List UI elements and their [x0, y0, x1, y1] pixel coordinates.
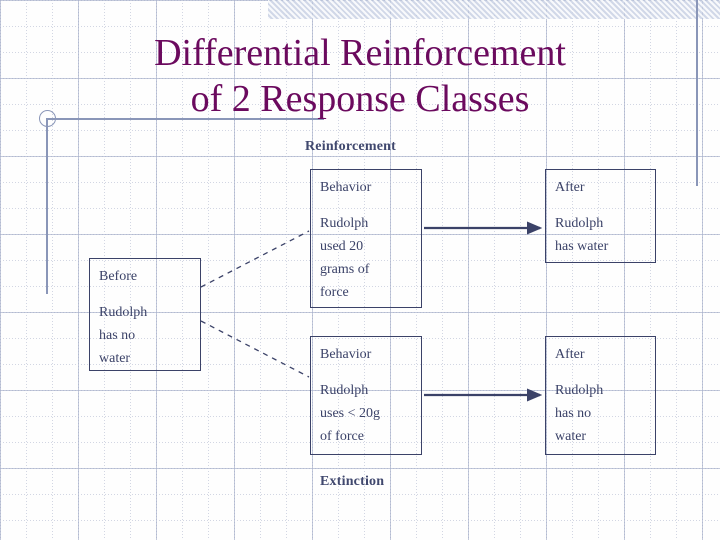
decorative-vertical-rule [46, 119, 48, 294]
box-behavior-1-header: Behavior [320, 180, 372, 195]
box-behavior-reinforcement: Behavior Rudolph used 20 grams of force [310, 169, 422, 308]
box-after-reinforcement: After Rudolph has water [545, 169, 656, 263]
top-hatched-band [268, 0, 720, 19]
box-behavior-extinction: Behavior Rudolph uses < 20g of force [310, 336, 422, 455]
box-after-extinction: After Rudolph has no water [545, 336, 656, 455]
box-before: Before Rudolph has no water [89, 258, 201, 371]
decorative-circle-icon [39, 110, 56, 127]
decorative-horizontal-rule [46, 118, 324, 120]
box-after-2-body: Rudolph has no water [555, 383, 604, 444]
connector-before-to-behavior-1 [200, 230, 310, 288]
decorative-right-vertical-rule [696, 0, 698, 186]
box-behavior-1-body: Rudolph used 20 grams of force [320, 216, 370, 300]
connector-before-to-behavior-2 [200, 320, 310, 378]
box-after-1-body: Rudolph has water [555, 216, 609, 254]
caption-extinction: Extinction [320, 474, 385, 489]
caption-reinforcement: Reinforcement [305, 139, 396, 154]
box-before-body: Rudolph has no water [99, 305, 148, 366]
page-title: Differential Reinforcement of 2 Response… [154, 32, 566, 120]
box-after-2-header: After [555, 347, 585, 362]
box-behavior-2-body: Rudolph uses < 20g of force [320, 383, 381, 444]
box-after-1-header: After [555, 180, 585, 195]
box-before-header: Before [99, 269, 138, 284]
box-behavior-2-header: Behavior [320, 347, 372, 362]
